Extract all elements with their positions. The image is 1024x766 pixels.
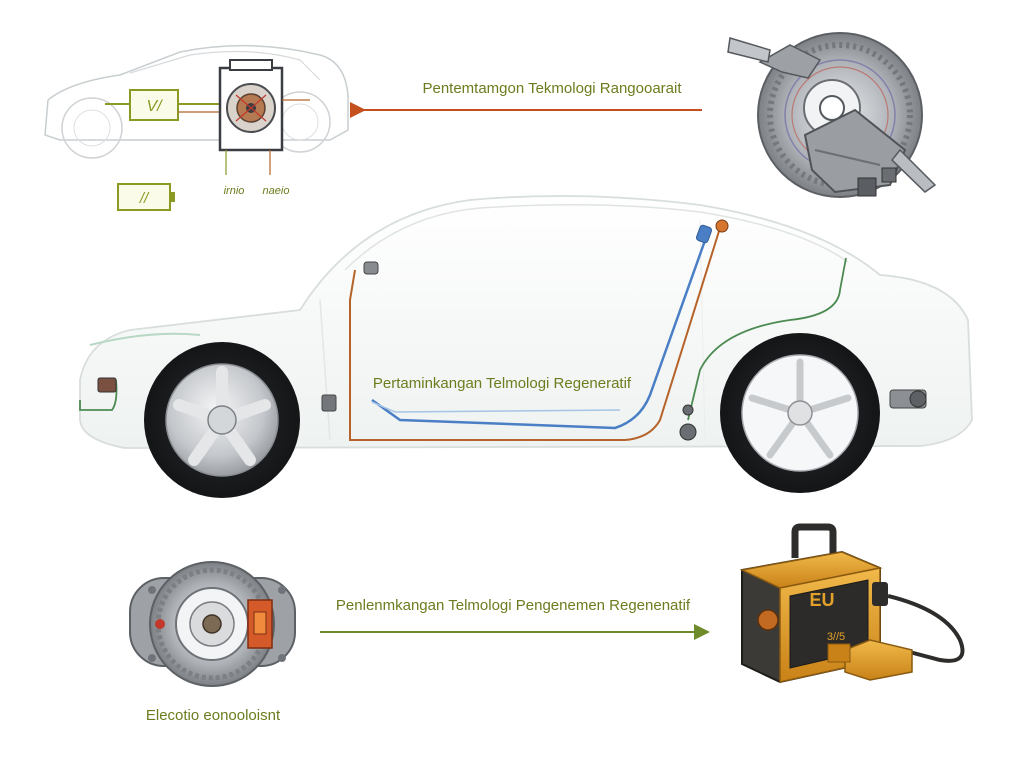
small-motor-icon [218, 59, 284, 152]
small-car-battery-icon: V/ [129, 89, 179, 121]
small-car-tag-right: naeio [263, 185, 290, 197]
small-car-tag-left: irnio [224, 185, 245, 197]
wire-orange [349, 227, 721, 441]
brake-caliper-icon [727, 32, 937, 198]
electric-motor-icon [129, 561, 296, 687]
middle-car-label: Pertaminkangan Telmologi Regeneratif [373, 375, 632, 392]
battery-symbol-top: V/ [146, 98, 163, 115]
wheel-icon [720, 333, 880, 493]
bottom-left-caption: Elecotio eonooloisnt [146, 707, 281, 724]
wire-blue [371, 231, 710, 430]
wire-green [687, 257, 847, 421]
charger-panel-text: EU [809, 590, 834, 610]
battery-icon: // [117, 183, 175, 211]
small-car-diagram: V/ irnio naeio // [44, 44, 349, 211]
charger-panel-small: 3//5 [827, 631, 845, 643]
wheel-icon [144, 342, 300, 498]
center-car: Pertaminkangan Telmologi Regeneratif [79, 195, 973, 498]
bottom-flow-arrow: Penlenmkangan Telmologi Pengenemen Regen… [320, 597, 710, 640]
top-arrow-label: Pentemtamgon Tekmologi Rangooarait [422, 80, 682, 97]
small-car-outline [44, 44, 349, 141]
battery-symbol-bottom: // [139, 190, 150, 207]
charger-icon: EU 3//5 [739, 523, 965, 684]
small-car-wheel-front [61, 97, 123, 159]
top-flow-arrow: Pentemtamgon Tekmologi Rangooarait [350, 80, 702, 118]
bottom-arrow-label: Penlenmkangan Telmologi Pengenemen Regen… [336, 597, 691, 614]
